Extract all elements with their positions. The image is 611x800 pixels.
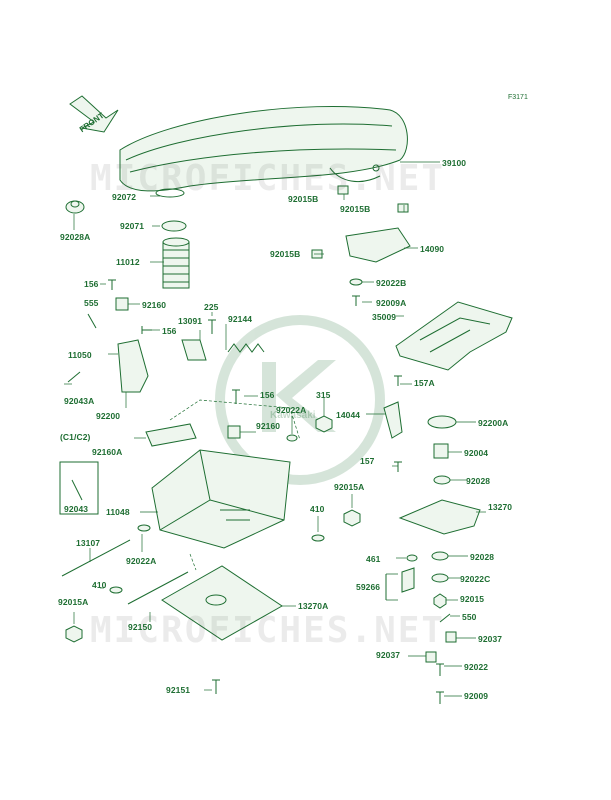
part-label: 92015A xyxy=(334,482,365,492)
part-label: 13270A xyxy=(298,601,329,611)
kawasaki-logo-text: Kawasaki xyxy=(270,410,316,421)
grommet xyxy=(65,200,85,214)
part-label: 92009 xyxy=(464,691,489,701)
part-label: 225 xyxy=(204,302,219,312)
part-label: 92151 xyxy=(166,685,191,695)
hood-cover xyxy=(119,106,408,192)
part-label: 92028 xyxy=(470,552,495,562)
part-label: 555 xyxy=(84,298,99,308)
part-label: 92004 xyxy=(464,448,489,458)
part-label: 59266 xyxy=(356,582,381,592)
part-label: 92015B xyxy=(340,204,371,214)
part-label: 461 xyxy=(366,554,381,564)
group-label: (C1/C2) xyxy=(60,432,91,442)
part-label: 13107 xyxy=(76,538,101,548)
bracket-35009 xyxy=(395,301,513,371)
part-label: 92022B xyxy=(376,278,407,288)
part-label: 92150 xyxy=(128,622,153,632)
part-label: 14090 xyxy=(420,244,445,254)
part-label: 92022A xyxy=(126,556,157,566)
part-label: 14044 xyxy=(336,410,361,420)
part-label: 410 xyxy=(310,504,325,514)
part-label: 550 xyxy=(462,612,477,622)
battery-box xyxy=(151,449,291,549)
part-label: 92028A xyxy=(60,232,91,242)
part-label: 156 xyxy=(260,390,275,400)
part-label: 13091 xyxy=(178,316,203,326)
part-label: 92015B xyxy=(288,194,319,204)
part-label: 92200A xyxy=(478,418,509,428)
part-label: 92200 xyxy=(96,411,121,421)
part-label: 156 xyxy=(162,326,177,336)
part-label: 156 xyxy=(84,279,99,289)
watermark-bottom: MICROFICHES.NET xyxy=(90,610,446,651)
part-label: 92015 xyxy=(460,594,485,604)
part-label: 92009A xyxy=(376,298,407,308)
part-label: 92022C xyxy=(460,574,491,584)
part-label: 92144 xyxy=(228,314,253,324)
watermark-top: MICROFICHES.NET xyxy=(90,158,446,199)
part-label: 92037 xyxy=(376,650,401,660)
kawasaki-logo xyxy=(215,315,385,485)
part-label: 157A xyxy=(414,378,435,388)
part-label: 92015B xyxy=(270,249,301,259)
part-label: 92160A xyxy=(92,447,123,457)
part-label: 92043 xyxy=(64,504,89,514)
part-label: 11048 xyxy=(106,507,130,517)
front-arrow-icon xyxy=(69,95,119,133)
part-label: 92160 xyxy=(256,421,281,431)
part-label: 92160 xyxy=(142,300,167,310)
part-label: 39100 xyxy=(442,158,467,168)
part-label: 92028 xyxy=(466,476,491,486)
part-label: 92071 xyxy=(120,221,145,231)
part-label: 92037 xyxy=(478,634,503,644)
part-label: 92022A xyxy=(276,405,307,415)
part-label: 410 xyxy=(92,580,107,590)
part-label: 11012 xyxy=(116,257,140,267)
part-label: 92043A xyxy=(64,396,95,406)
part-label: 11050 xyxy=(68,350,92,360)
part-label: 92015A xyxy=(58,597,89,607)
figure-ref: F3171 xyxy=(508,94,528,101)
part-label: 92072 xyxy=(112,192,137,202)
part-label: 13270 xyxy=(488,502,513,512)
part-label: 315 xyxy=(316,390,331,400)
bellows xyxy=(162,237,190,289)
part-label: 92022 xyxy=(464,662,489,672)
part-label: 35009 xyxy=(372,312,397,322)
part-label: 157 xyxy=(360,456,375,466)
